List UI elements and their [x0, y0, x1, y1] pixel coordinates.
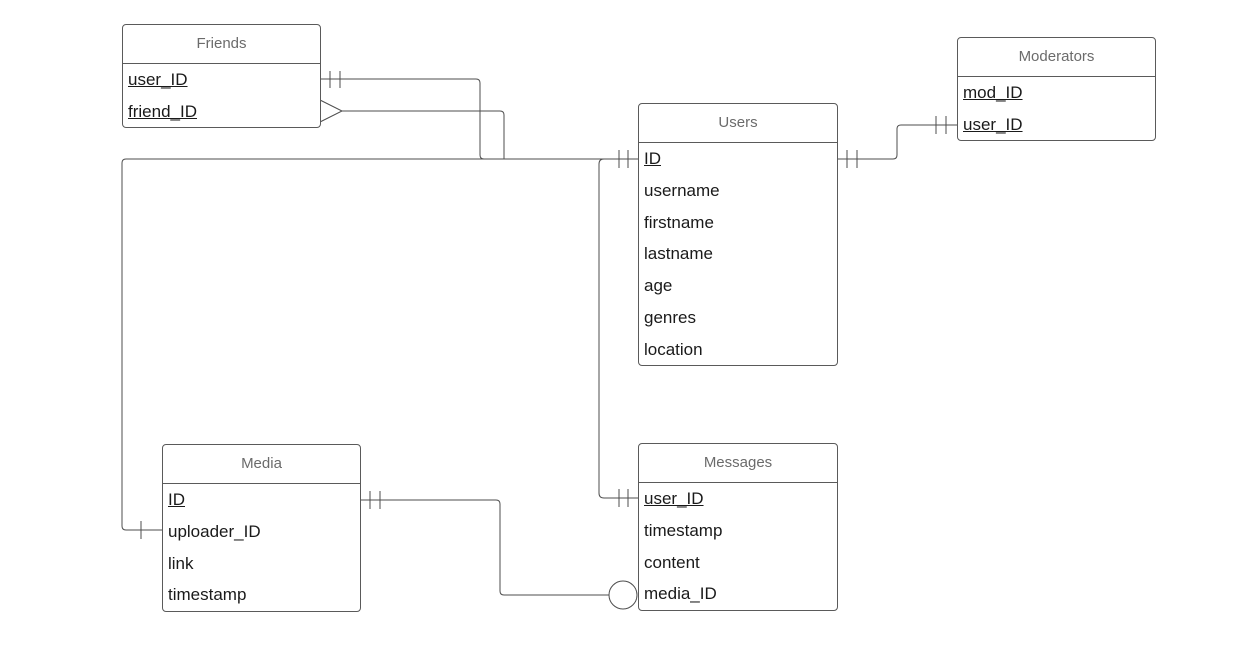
rel-media-to-messages[interactable]: [360, 491, 638, 610]
field-genres: genres: [644, 307, 696, 327]
entity-title: Messages: [639, 444, 837, 483]
entity-title: Moderators: [958, 38, 1155, 77]
rel-friends-user-to-users[interactable]: [320, 71, 638, 160]
field-location: location: [644, 339, 703, 359]
entity-messages[interactable]: Messages user_ID timestamp content media…: [638, 443, 838, 611]
field-user-id: user_ID: [644, 489, 704, 508]
field-firstname: firstname: [644, 212, 714, 232]
entity-title: Media: [163, 445, 360, 484]
field-lastname: lastname: [644, 244, 713, 264]
field-timestamp: timestamp: [168, 585, 247, 605]
field-timestamp: timestamp: [644, 520, 723, 540]
field-user-id: user_ID: [963, 114, 1023, 134]
entity-media[interactable]: Media ID uploader_ID link timestamp: [162, 444, 361, 612]
field-username: username: [644, 180, 720, 200]
entity-users[interactable]: Users ID username firstname lastname age…: [638, 103, 838, 366]
field-friend-id: friend_ID: [128, 101, 197, 121]
entity-friends[interactable]: Friends user_ID friend_ID: [122, 24, 321, 128]
field-uploader-id: uploader_ID: [168, 521, 261, 541]
field-mod-id: mod_ID: [963, 83, 1023, 102]
rel-users-to-messages[interactable]: [598, 158, 638, 507]
entity-moderators[interactable]: Moderators mod_ID user_ID: [957, 37, 1156, 141]
field-id: ID: [168, 490, 185, 509]
field-id: ID: [644, 149, 661, 168]
field-content: content: [644, 552, 700, 572]
field-age: age: [644, 276, 673, 296]
rel-users-to-media-uploader[interactable]: [121, 158, 638, 539]
field-media-id: media_ID: [644, 584, 717, 604]
rel-users-to-moderators[interactable]: [837, 116, 957, 168]
entity-title: Users: [639, 104, 837, 143]
field-user-id: user_ID: [128, 70, 188, 89]
rel-friends-friend-to-users[interactable]: [319, 99, 505, 159]
entity-title: Friends: [123, 25, 320, 64]
field-link: link: [168, 553, 194, 573]
